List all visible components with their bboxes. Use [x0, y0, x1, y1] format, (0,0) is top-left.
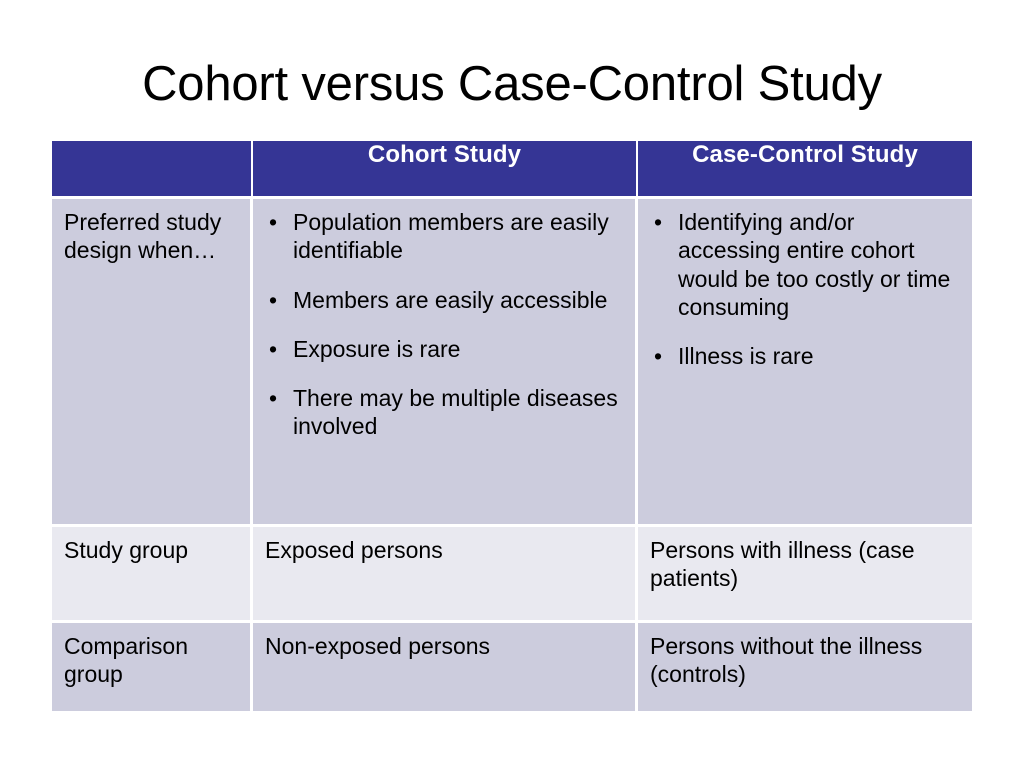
- list-item-label: Exposure is rare: [293, 335, 461, 362]
- list-item: • Identifying and/or accessing entire co…: [650, 208, 962, 321]
- list-item: • There may be multiple diseases involve…: [265, 384, 625, 441]
- cohort-cell: Exposed persons: [253, 527, 638, 623]
- table-header-row: Cohort Study Case-Control Study: [52, 141, 972, 199]
- cohort-study-group-value: Exposed persons: [265, 537, 443, 563]
- case-control-cell: Persons with illness (case patients): [638, 527, 972, 623]
- bullet-icon: •: [654, 209, 663, 235]
- table-row: Comparison group Non-exposed persons Per…: [52, 623, 972, 714]
- bullet-icon: •: [269, 385, 278, 412]
- row-label-preferred-study-design: Preferred study design when…: [64, 209, 222, 264]
- list-item-label: There may be multiple diseases involved: [293, 385, 618, 440]
- row-label-comparison-group: Comparison group: [64, 633, 188, 688]
- table-row: Study group Exposed persons Persons with…: [52, 527, 972, 623]
- case-control-cell: Persons without the illness (controls): [638, 623, 972, 714]
- list-item-label: Illness is rare: [678, 343, 814, 370]
- list-item-label: Population members are easily identifiab…: [293, 209, 609, 264]
- list-item: • Members are easily accessible: [265, 286, 625, 314]
- table-header: Cohort Study Case-Control Study: [52, 141, 972, 199]
- case-control-cell: • Identifying and/or accessing entire co…: [638, 199, 972, 527]
- page-title: Cohort versus Case-Control Study: [142, 57, 882, 111]
- table-row: Preferred study design when… • Populatio…: [52, 199, 972, 527]
- list-item-label: Members are easily accessible: [293, 286, 608, 313]
- list-item: • Exposure is rare: [265, 335, 625, 363]
- row-label-cell: Study group: [52, 527, 253, 623]
- comparison-table: Cohort Study Case-Control Study Preferre…: [52, 141, 972, 714]
- case-control-comparison-group-value: Persons without the illness (controls): [650, 633, 923, 688]
- list-item-label: Identifying and/or accessing entire coho…: [678, 209, 951, 320]
- table-header-cohort-study: Cohort Study: [253, 141, 638, 199]
- table-header-corner: [52, 141, 253, 199]
- cohort-comparison-group-value: Non-exposed persons: [265, 633, 491, 659]
- bullet-icon: •: [269, 209, 278, 235]
- bullet-icon: •: [654, 343, 663, 370]
- row-label-cell: Comparison group: [52, 623, 253, 714]
- cohort-cell: • Population members are easily identifi…: [253, 199, 638, 527]
- table-header-case-control-study: Case-Control Study: [638, 141, 972, 199]
- cohort-bullet-list: • Population members are easily identifi…: [265, 208, 625, 441]
- row-label-study-group: Study group: [64, 537, 189, 563]
- bullet-icon: •: [269, 286, 278, 313]
- list-item: • Illness is rare: [650, 342, 962, 370]
- case-control-bullet-list: • Identifying and/or accessing entire co…: [650, 208, 962, 370]
- case-control-study-group-value: Persons with illness (case patients): [650, 537, 915, 592]
- cohort-cell: Non-exposed persons: [253, 623, 638, 714]
- row-label-cell: Preferred study design when…: [52, 199, 253, 527]
- list-item: • Population members are easily identifi…: [265, 208, 625, 265]
- table-body: Preferred study design when… • Populatio…: [52, 199, 972, 714]
- bullet-icon: •: [269, 335, 278, 362]
